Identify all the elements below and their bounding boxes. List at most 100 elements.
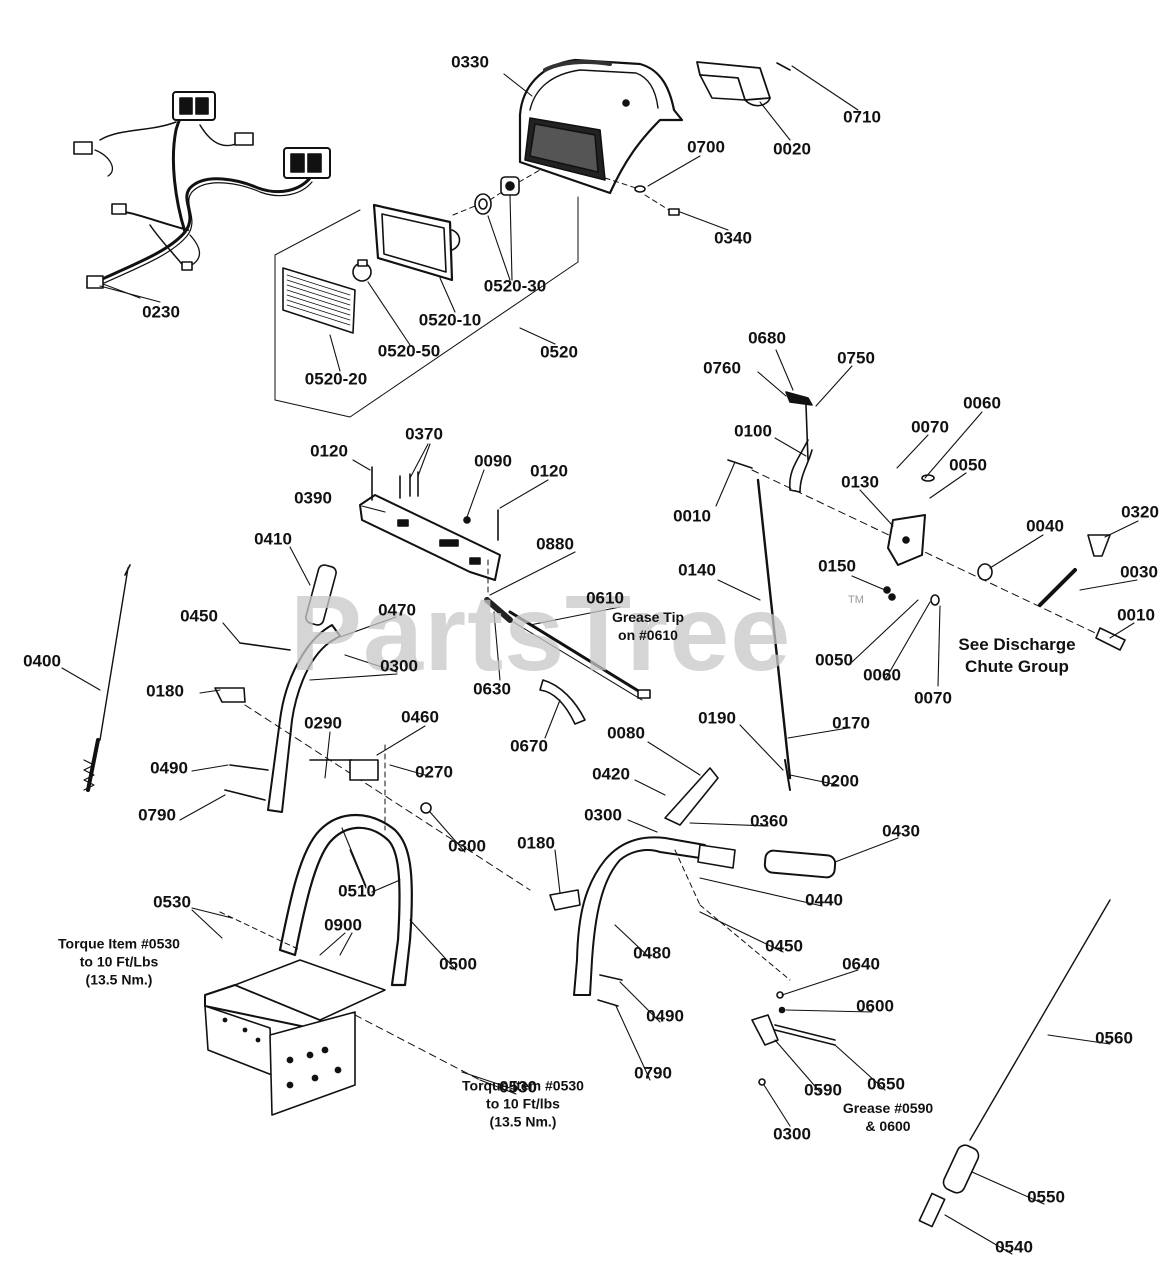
part-callout-0270[interactable]: 0270 (415, 762, 453, 782)
part-callout-0520-20[interactable]: 0520-20 (304, 369, 368, 389)
part-callout-0440[interactable]: 0440 (805, 890, 843, 910)
part-callout-0300[interactable]: 0300 (773, 1124, 811, 1144)
part-callout-0080[interactable]: 0080 (607, 723, 645, 743)
part-callout-0050[interactable]: 0050 (949, 455, 987, 475)
part-callout-0670[interactable]: 0670 (510, 736, 548, 756)
watermark-trademark: TM (848, 594, 864, 606)
part-callout-0790[interactable]: 0790 (634, 1063, 672, 1083)
part-callout-0230[interactable]: 0230 (142, 302, 180, 322)
part-callout-0070[interactable]: 0070 (914, 688, 952, 708)
part-callout-0370[interactable]: 0370 (405, 424, 443, 444)
note-line: See Discharge (958, 634, 1076, 654)
part-callout-0480[interactable]: 0480 (633, 943, 671, 963)
part-callout-0060[interactable]: 0060 (863, 665, 901, 685)
part-callout-0530[interactable]: 0530 (499, 1077, 537, 1097)
note-line: & 0600 (865, 1118, 911, 1134)
part-callout-0900[interactable]: 0900 (324, 915, 362, 935)
part-callout-0610[interactable]: 0610 (586, 588, 624, 608)
part-callout-0300[interactable]: 0300 (448, 836, 486, 856)
part-callout-0760[interactable]: 0760 (703, 358, 741, 378)
part-callout-0180[interactable]: 0180 (146, 681, 184, 701)
part-callout-0750[interactable]: 0750 (837, 348, 875, 368)
part-callout-0640[interactable]: 0640 (842, 954, 880, 974)
part-callout-0550[interactable]: 0550 (1027, 1187, 1065, 1207)
part-callout-0700[interactable]: 0700 (687, 137, 725, 157)
shift-rod (484, 559, 651, 725)
part-callout-0320[interactable]: 0320 (1121, 502, 1159, 522)
mounting-plate (204, 911, 481, 1116)
part-callout-0290[interactable]: 0290 (304, 713, 342, 733)
part-callout-0530[interactable]: 0530 (153, 892, 191, 912)
part-callout-0880[interactable]: 0880 (536, 534, 574, 554)
part-callout-0520-50[interactable]: 0520-50 (377, 341, 441, 361)
part-callout-0520-30[interactable]: 0520-30 (483, 276, 547, 296)
note-line: to 10 Ft/Lbs (79, 953, 159, 970)
part-callout-0500[interactable]: 0500 (439, 954, 477, 974)
part-callout-0120[interactable]: 0120 (530, 461, 568, 481)
note-line: (13.5 Nm.) (85, 972, 153, 989)
part-callout-0790[interactable]: 0790 (138, 805, 176, 825)
part-callout-0630[interactable]: 0630 (473, 679, 511, 699)
part-callout-0150[interactable]: 0150 (818, 556, 856, 576)
part-callout-0030[interactable]: 0030 (1120, 562, 1158, 582)
part-callout-0140[interactable]: 0140 (678, 560, 716, 580)
right-upper-handle (549, 767, 837, 1007)
note-line: Chute Group (965, 657, 1069, 676)
part-callout-0490[interactable]: 0490 (646, 1006, 684, 1026)
diagram-note: Grease #0590& 0600 (843, 1099, 933, 1135)
note-line: Torque Item #0530 (58, 935, 180, 952)
part-callout-0450[interactable]: 0450 (180, 606, 218, 626)
part-callout-0590[interactable]: 0590 (804, 1080, 842, 1100)
note-line: on #0610 (618, 627, 678, 643)
part-callout-0410[interactable]: 0410 (254, 529, 292, 549)
part-callout-0180[interactable]: 0180 (517, 833, 555, 853)
part-callout-0460[interactable]: 0460 (401, 707, 439, 727)
part-callout-0120[interactable]: 0120 (310, 441, 348, 461)
part-callout-0520-10[interactable]: 0520-10 (418, 310, 482, 330)
part-callout-0060[interactable]: 0060 (963, 393, 1001, 413)
dash-panel (518, 58, 684, 216)
part-callout-0040[interactable]: 0040 (1026, 516, 1064, 536)
part-callout-0330[interactable]: 0330 (451, 52, 489, 72)
part-callout-0070[interactable]: 0070 (911, 417, 949, 437)
part-callout-0430[interactable]: 0430 (882, 821, 920, 841)
cable-left (83, 564, 131, 792)
left-upper-handle (214, 564, 531, 891)
note-line: Torque Item #0530 (462, 1077, 584, 1094)
handle-panel (359, 466, 501, 581)
part-callout-0510[interactable]: 0510 (338, 881, 376, 901)
part-callout-0390[interactable]: 0390 (294, 488, 332, 508)
part-callout-0010[interactable]: 0010 (673, 506, 711, 526)
part-callout-0490[interactable]: 0490 (150, 758, 188, 778)
part-callout-0010[interactable]: 0010 (1117, 605, 1155, 625)
part-callout-0050[interactable]: 0050 (815, 650, 853, 670)
part-callout-0340[interactable]: 0340 (714, 228, 752, 248)
part-callout-0710[interactable]: 0710 (843, 107, 881, 127)
part-callout-0360[interactable]: 0360 (750, 811, 788, 831)
part-callout-0200[interactable]: 0200 (821, 771, 859, 791)
chute-bracket (696, 61, 791, 107)
part-callout-0470[interactable]: 0470 (378, 600, 416, 620)
part-callout-0090[interactable]: 0090 (474, 451, 512, 471)
part-callout-0450[interactable]: 0450 (765, 936, 803, 956)
part-callout-0300[interactable]: 0300 (380, 656, 418, 676)
part-callout-0130[interactable]: 0130 (841, 472, 879, 492)
part-callout-0560[interactable]: 0560 (1095, 1028, 1133, 1048)
part-callout-0540[interactable]: 0540 (995, 1237, 1033, 1257)
part-callout-0300[interactable]: 0300 (584, 805, 622, 825)
part-callout-0400[interactable]: 0400 (23, 651, 61, 671)
part-callout-0020[interactable]: 0020 (773, 139, 811, 159)
part-callout-0680[interactable]: 0680 (748, 328, 786, 348)
part-callout-0420[interactable]: 0420 (592, 764, 630, 784)
part-callout-0100[interactable]: 0100 (734, 421, 772, 441)
part-callout-0190[interactable]: 0190 (698, 708, 736, 728)
part-callout-0650[interactable]: 0650 (867, 1074, 905, 1094)
part-callout-0600[interactable]: 0600 (856, 996, 894, 1016)
part-callout-0520[interactable]: 0520 (540, 342, 578, 362)
note-line: to 10 Ft/lbs (486, 1095, 560, 1112)
part-callout-0170[interactable]: 0170 (832, 713, 870, 733)
lever-assembly (751, 991, 836, 1086)
